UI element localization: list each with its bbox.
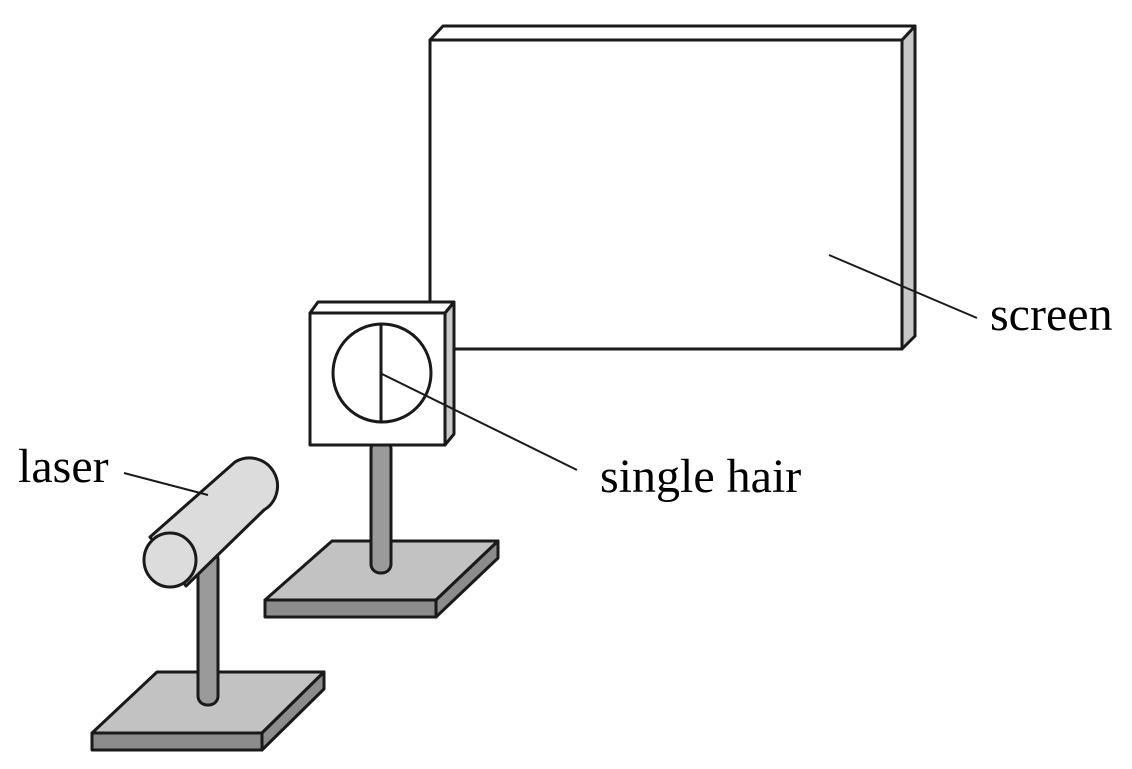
hair-stand-rod [369,438,393,575]
hair-holder-top-face [308,300,456,315]
laser-leader-line [123,472,209,496]
single-hair-label: single hair [600,450,801,503]
hair-stand-base-side [434,539,500,619]
laser-stand-base-front [90,731,264,752]
screen-front-face [428,38,904,351]
screen-leader-line [828,254,978,319]
screen-top-face [428,24,917,42]
laser-label: laser [18,440,109,493]
hair-holder [308,300,456,447]
hair-stand [263,438,500,619]
hair-stand-base-front [263,598,438,619]
screen-label: screen [990,288,1113,341]
laser [142,456,279,589]
screen-side-face [900,24,917,351]
laser-stand-base-side [260,670,326,752]
single-hair-leader-line [381,373,578,471]
screen [428,24,917,351]
laser-front-aperture [142,531,198,589]
leader-lines [123,254,978,496]
laser-stand [90,548,326,752]
